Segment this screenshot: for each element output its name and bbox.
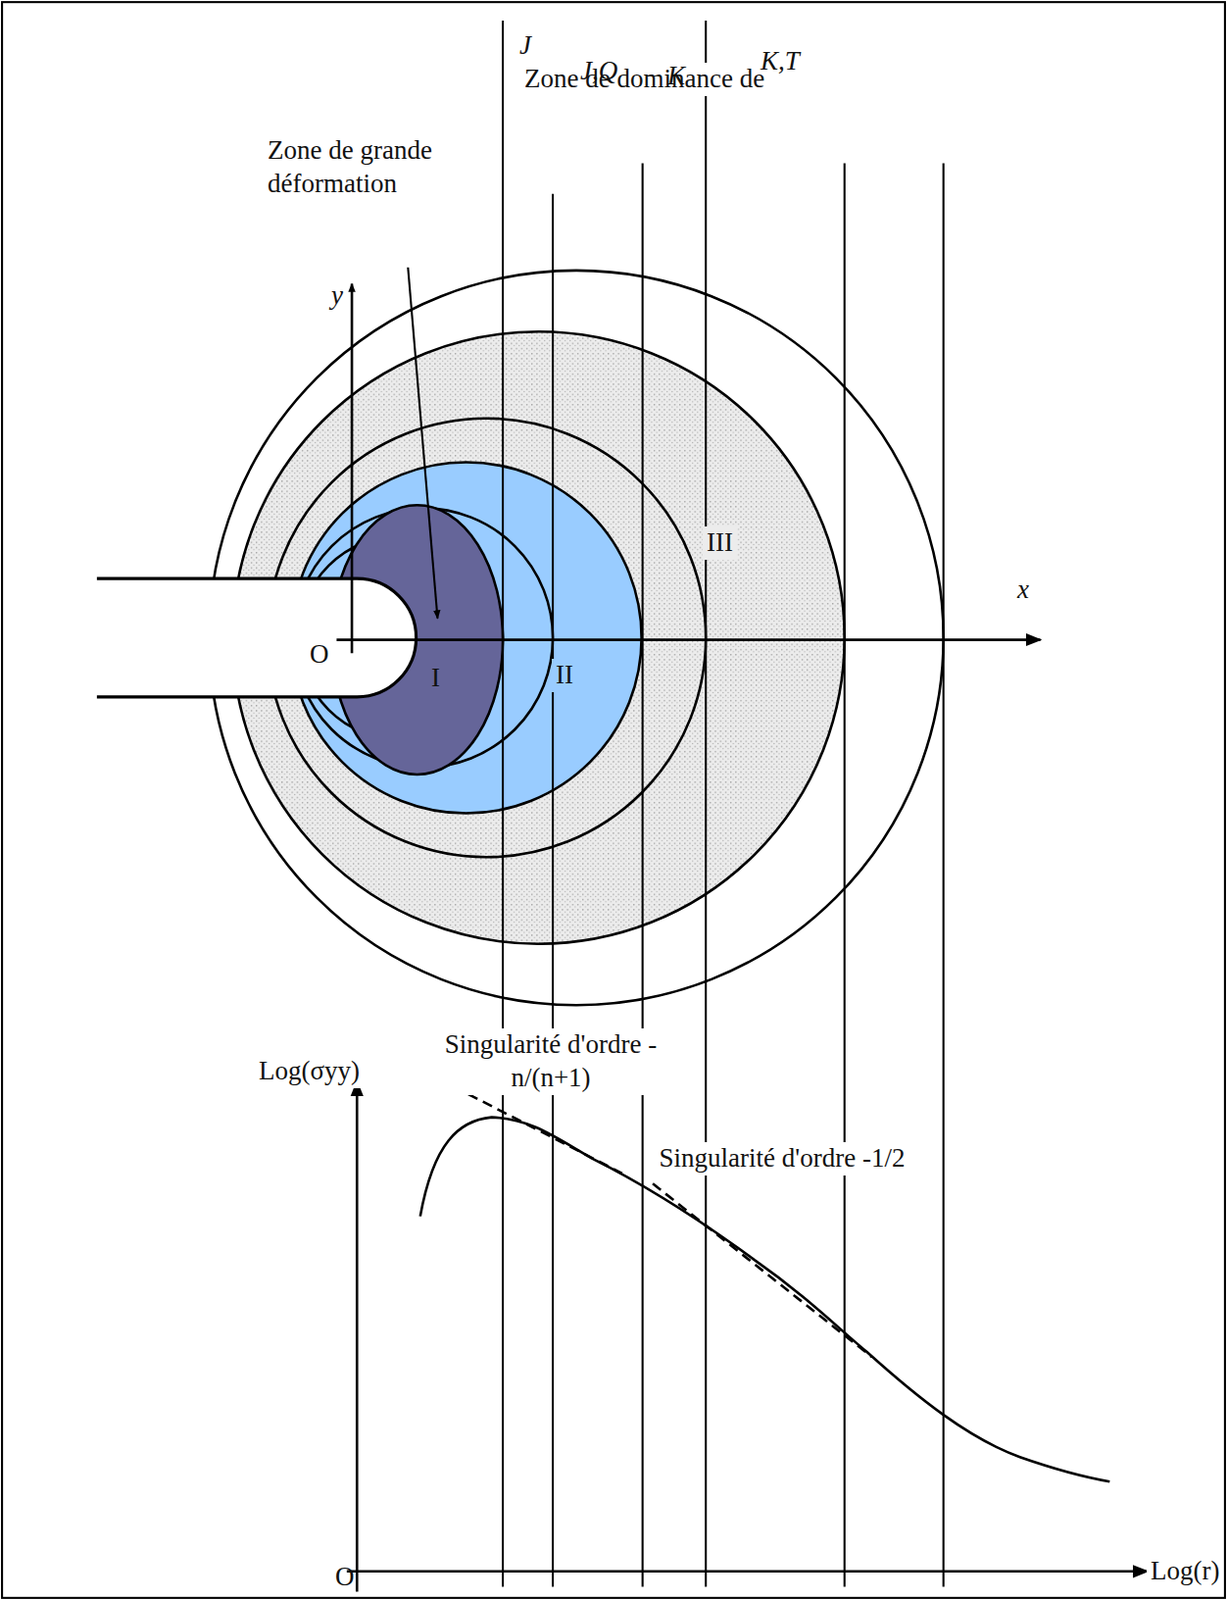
zone-name: K,T bbox=[760, 45, 800, 79]
zone-separators bbox=[502, 20, 944, 1587]
zone-name: K bbox=[667, 59, 686, 94]
leader-arrow bbox=[407, 267, 438, 619]
logsigma-axis bbox=[355, 1080, 359, 1591]
asymptote-k bbox=[652, 1182, 873, 1357]
asymptote-hrr bbox=[453, 1085, 623, 1173]
origin-label: O bbox=[309, 638, 330, 672]
zone-name: J,Q bbox=[580, 54, 618, 89]
crack bbox=[60, 578, 416, 697]
axis-name: Log(r) bbox=[1146, 1554, 1224, 1588]
stress-curve bbox=[420, 1117, 1111, 1482]
origin-label: O bbox=[335, 1560, 355, 1594]
zone-note: Zone de grande déformation bbox=[267, 134, 472, 201]
region-number: I bbox=[431, 661, 441, 695]
axis-name: Log(σyy) bbox=[254, 1054, 364, 1088]
region-number: II bbox=[551, 658, 578, 692]
crack-outline bbox=[97, 578, 417, 697]
axis-name: x bbox=[1017, 573, 1030, 607]
curve-note: Singularité d'ordre -n/(n+1) bbox=[419, 1028, 683, 1095]
region-number: III bbox=[702, 526, 737, 560]
zone-name: J bbox=[519, 29, 532, 63]
logr-axis bbox=[346, 1569, 1148, 1572]
heading: Zone de dominance de bbox=[520, 62, 769, 97]
x-axis bbox=[336, 638, 1040, 641]
curve-note: Singularité d'ordre -1/2 bbox=[650, 1141, 914, 1176]
axis-name: y bbox=[331, 279, 344, 313]
y-axis bbox=[350, 283, 354, 653]
